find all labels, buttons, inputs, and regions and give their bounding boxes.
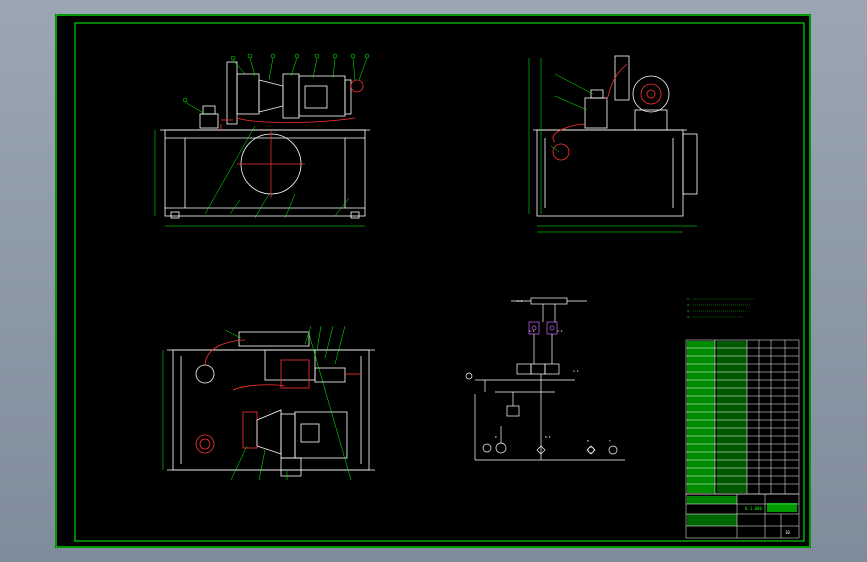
front-view[interactable] — [154, 57, 370, 227]
title-block[interactable] — [685, 493, 800, 539]
svg-text:P: P — [587, 439, 589, 443]
svg-text:1.0: 1.0 — [517, 299, 523, 303]
svg-text:1.3: 1.3 — [573, 369, 579, 373]
svg-text:1.: 1. — [687, 297, 691, 301]
top-view[interactable] — [162, 325, 375, 481]
cad-drawing-canvas[interactable]: 1.0 1.1 1.2 1.3 P 0.4 P T 1. 2. 3. 4. — [55, 14, 811, 548]
svg-text:P: P — [495, 435, 497, 439]
inner-border — [74, 22, 805, 542]
sheet-number: 10 — [785, 530, 790, 535]
front-view-balloons — [182, 53, 370, 103]
svg-text:3.: 3. — [687, 309, 691, 313]
svg-text:T: T — [609, 439, 611, 443]
outer-border — [55, 14, 811, 548]
svg-text:1.1: 1.1 — [529, 329, 535, 333]
svg-text:4.: 4. — [687, 315, 691, 319]
svg-text:1.2: 1.2 — [557, 329, 563, 333]
side-view[interactable] — [528, 55, 698, 233]
drawing-sheet[interactable]: 1.0 1.1 1.2 1.3 P 0.4 P T 1. 2. 3. 4. — [55, 14, 811, 548]
schematic-labels: 1.0 1.1 1.2 1.3 P 0.4 P T — [495, 299, 611, 443]
svg-text:0.4: 0.4 — [545, 435, 551, 439]
hydraulic-schematic[interactable] — [465, 297, 625, 461]
svg-text:2.: 2. — [687, 303, 691, 307]
technical-notes: 1. 2. 3. 4. — [687, 297, 755, 319]
title-stamp: 0.1.000 — [745, 506, 762, 511]
parts-list-table[interactable] — [685, 339, 800, 495]
